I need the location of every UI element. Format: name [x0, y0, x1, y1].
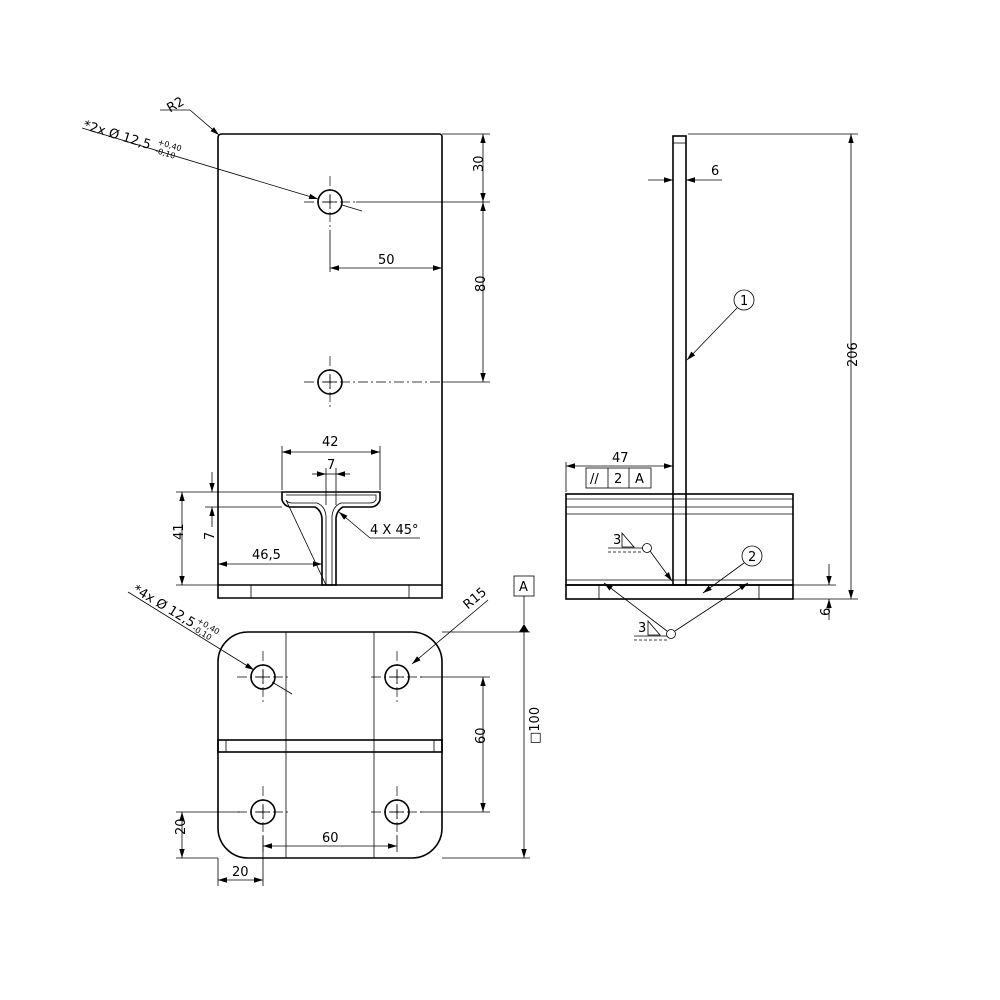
side-vertical-plate	[672, 135, 687, 586]
datum-a: A	[513, 575, 535, 632]
dim-square-100: □100	[528, 707, 543, 744]
bottom-hole-bottom-left	[237, 786, 289, 838]
svg-text:3: 3	[613, 533, 621, 548]
dim-20-horizontal: 20	[232, 865, 249, 880]
svg-text:*4x Ø 12,5: *4x Ø 12,5	[130, 582, 198, 631]
balloon-2: 2	[702, 545, 763, 594]
dim-80: 80	[474, 275, 489, 292]
balloon-1: 1	[686, 289, 755, 361]
bottom-view: *4x Ø 12,5 +0,40 -0,10 R15 A □100 60 60	[127, 575, 543, 886]
front-plate-outline	[217, 133, 443, 599]
dim-50: 50	[378, 253, 395, 268]
dim-42: 42	[322, 435, 339, 450]
front-r2-label: R2	[165, 95, 187, 117]
weld-symbol-lower: 3	[603, 582, 749, 641]
dim-60-vertical: 60	[474, 727, 489, 744]
bottom-hole-bottom-right	[371, 786, 423, 838]
bottom-hole-callout: *4x Ø 12,5 +0,40 -0,10	[130, 582, 221, 642]
dim-47: 47	[612, 451, 629, 466]
dim-6-base: 6	[819, 608, 834, 616]
gdt-frame: // 2 A	[585, 467, 652, 489]
tee-section	[281, 491, 381, 586]
svg-text:A: A	[519, 580, 528, 595]
dim-6-thickness: 6	[711, 164, 719, 179]
bottom-hole-top-left	[237, 651, 289, 703]
bottom-r15-label: R15	[461, 585, 490, 613]
front-hole-callout: *2x Ø 12,5 +0,40 -0,10	[81, 118, 182, 161]
chamfer-note: 4 X 45°	[370, 523, 418, 538]
dim-7-flange: 7	[203, 532, 218, 540]
front-view: R2 *2x Ø 12,5 +0,40 -0,10 30 80 50 42	[81, 95, 490, 599]
dim-20-vertical: 20	[174, 818, 189, 835]
gdt-tolerance: 2	[614, 472, 622, 487]
dim-30: 30	[472, 155, 487, 172]
bottom-hole-top-right	[371, 651, 423, 703]
dim-206: 206	[846, 342, 861, 367]
weld-symbol-upper: 3	[608, 531, 673, 582]
dim-7-stem: 7	[327, 458, 335, 473]
front-hole-lower	[304, 356, 442, 408]
dim-46-5: 46,5	[252, 548, 281, 563]
dim-60-horizontal: 60	[322, 831, 339, 846]
bottom-center-strip	[217, 739, 443, 753]
front-hole-upper	[304, 176, 356, 228]
gdt-datum-ref: A	[635, 472, 644, 487]
dim-41: 41	[172, 523, 187, 540]
gdt-symbol: //	[590, 472, 599, 487]
svg-text:2: 2	[748, 550, 756, 565]
svg-text:1: 1	[740, 294, 748, 309]
svg-text:3: 3	[638, 621, 646, 636]
side-base-plate	[565, 584, 794, 600]
side-base-block	[565, 493, 794, 586]
svg-text:*2x Ø 12,5: *2x Ø 12,5	[81, 118, 152, 153]
bottom-base-outline	[217, 631, 443, 859]
side-view: 6 206 6 47 // 2 A 1	[565, 133, 861, 641]
